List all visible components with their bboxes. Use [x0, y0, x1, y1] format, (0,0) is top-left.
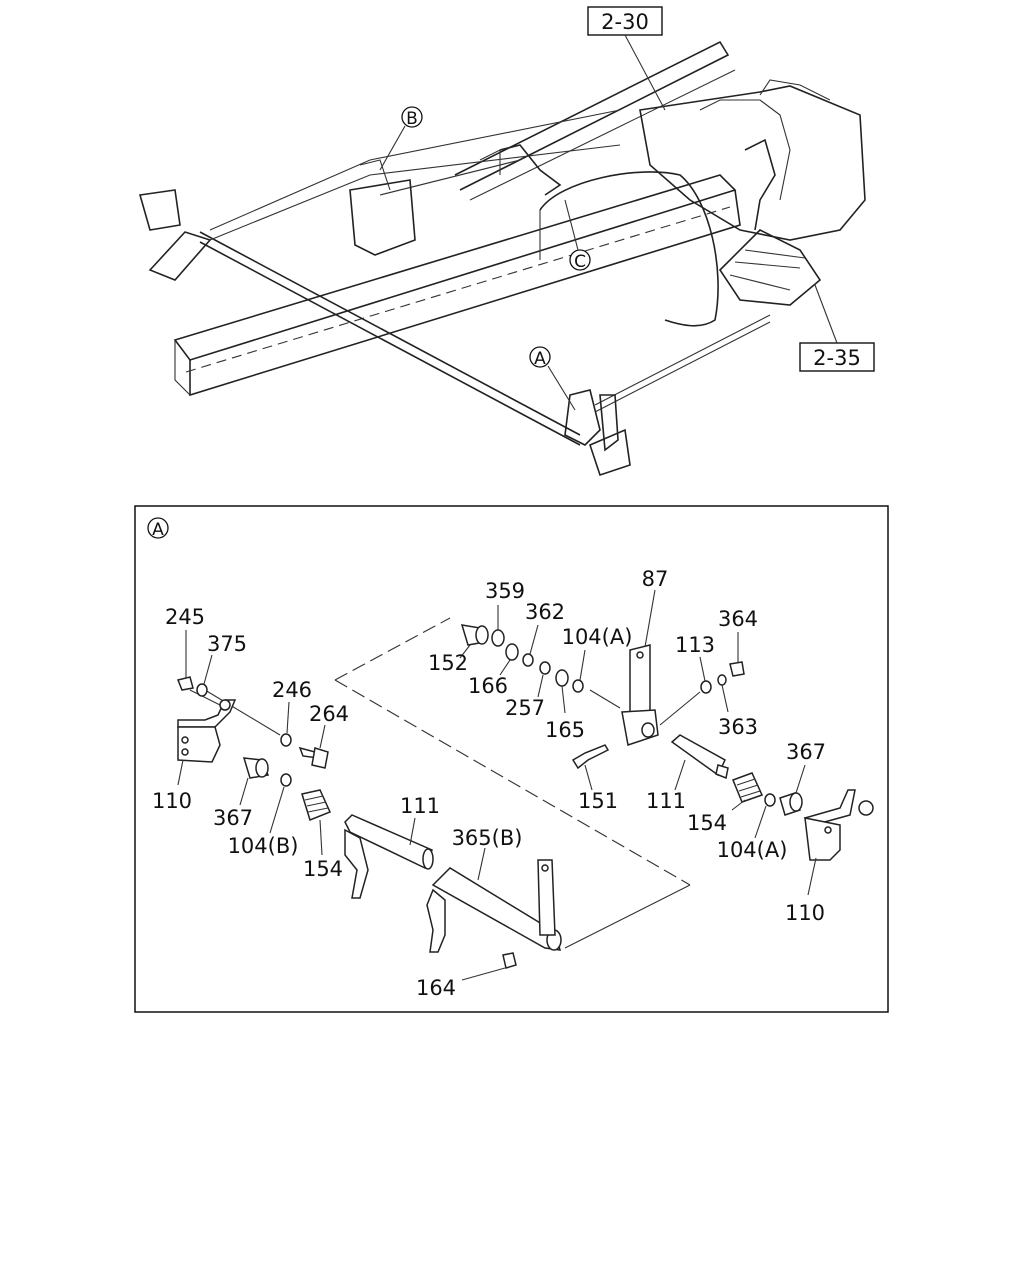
part-labels: 245 375 246 264 110 367 104(B) 154 111 3… — [152, 567, 826, 1000]
svg-text:2-30: 2-30 — [601, 10, 649, 34]
svg-text:C: C — [574, 252, 586, 272]
marker-a: A — [529, 346, 576, 411]
detail-panel-a: A — [134, 505, 889, 1013]
reference-box-2-30: 2-30 — [587, 6, 666, 111]
label-359: 359 — [485, 579, 525, 603]
svg-text:A: A — [534, 349, 546, 369]
label-110-left: 110 — [152, 789, 192, 813]
label-152: 152 — [428, 651, 468, 675]
label-245: 245 — [165, 605, 205, 629]
label-257: 257 — [505, 696, 545, 720]
label-165: 165 — [545, 718, 585, 742]
label-375: 375 — [207, 632, 247, 656]
label-264: 264 — [309, 702, 349, 726]
reference-box-2-35: 2-35 — [799, 284, 875, 372]
label-246: 246 — [272, 678, 312, 702]
marker-b: B — [379, 106, 423, 171]
label-110-right: 110 — [785, 901, 825, 925]
label-364: 364 — [718, 607, 758, 631]
marker-c: C — [564, 199, 591, 272]
label-87: 87 — [642, 567, 669, 591]
label-367-left: 367 — [213, 806, 253, 830]
svg-text:A: A — [152, 520, 164, 540]
label-164: 164 — [416, 976, 456, 1000]
svg-text:B: B — [406, 109, 418, 129]
label-362: 362 — [525, 600, 565, 624]
label-154-left: 154 — [303, 857, 343, 881]
label-367-right: 367 — [786, 740, 826, 764]
label-151: 151 — [578, 789, 618, 813]
label-111-left: 111 — [400, 794, 440, 818]
label-113: 113 — [675, 633, 715, 657]
chassis-overview-illustration — [138, 40, 866, 477]
svg-text:2-35: 2-35 — [813, 346, 861, 370]
label-104a-bottom: 104(A) — [717, 838, 788, 862]
label-363: 363 — [718, 715, 758, 739]
label-104b: 104(B) — [228, 834, 299, 858]
label-104a-top: 104(A) — [562, 625, 633, 649]
label-111-right: 111 — [646, 789, 686, 813]
label-365b: 365(B) — [452, 826, 523, 850]
label-166: 166 — [468, 674, 508, 698]
label-154-right: 154 — [687, 811, 727, 835]
